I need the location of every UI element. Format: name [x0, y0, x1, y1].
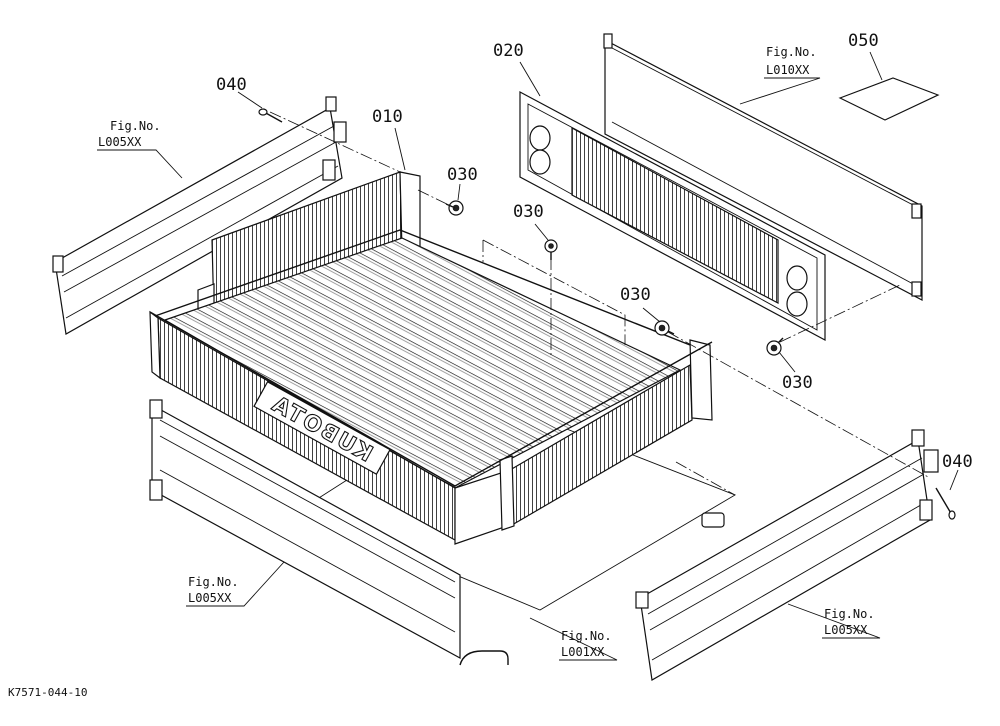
fig-ref-code: L010XX: [766, 63, 810, 77]
figure-references: Fig.No. L005XX Fig.No. L010XX Fig.No. L0…: [98, 45, 875, 659]
document-id: K7571-044-10: [8, 686, 87, 699]
pin-icon: [258, 108, 283, 123]
bolt-icon: [654, 320, 675, 336]
fig-ref-label: Fig.No.: [561, 629, 612, 643]
pin-icon: [935, 487, 956, 520]
grille-hole: [786, 265, 808, 291]
right-side-panel: [635, 429, 939, 681]
fig-ref-label: Fig.No.: [766, 45, 817, 59]
bolt-icon: [544, 239, 558, 260]
fig-ref-label: Fig.No.: [188, 575, 239, 589]
grille-hole: [529, 149, 551, 175]
part-label-030: 030: [447, 165, 478, 185]
fig-ref-label: Fig.No.: [110, 119, 161, 133]
fig-ref-code: L001XX: [561, 645, 605, 659]
part-label-030: 030: [782, 373, 813, 393]
fig-ref-label: Fig.No.: [824, 607, 875, 621]
left-side-panel: [52, 96, 347, 335]
decal-plate: [838, 77, 940, 121]
grille-hole: [786, 291, 808, 317]
part-label-040: 040: [216, 75, 247, 95]
part-label-050: 050: [848, 31, 879, 51]
part-labels: 010 020 030 030 030 030 040 040 050: [216, 31, 973, 472]
fig-ref-code: L005XX: [824, 623, 868, 637]
leader-lines: [97, 51, 959, 661]
part-label-030: 030: [513, 202, 544, 222]
front-panel: [149, 399, 461, 660]
part-label-010: 010: [372, 107, 403, 127]
assembly-center-lines: [269, 111, 931, 496]
grille-hole: [529, 125, 551, 151]
part-label-040: 040: [942, 452, 973, 472]
part-label-030: 030: [620, 285, 651, 305]
fig-ref-code: L005XX: [188, 591, 232, 605]
bolt-icon: [766, 337, 784, 356]
grille-panel: [519, 90, 826, 342]
rear-panel: [603, 33, 923, 301]
bolt-icon: [445, 200, 464, 216]
part-label-020: 020: [493, 41, 524, 61]
fig-ref-code: L005XX: [98, 135, 142, 149]
